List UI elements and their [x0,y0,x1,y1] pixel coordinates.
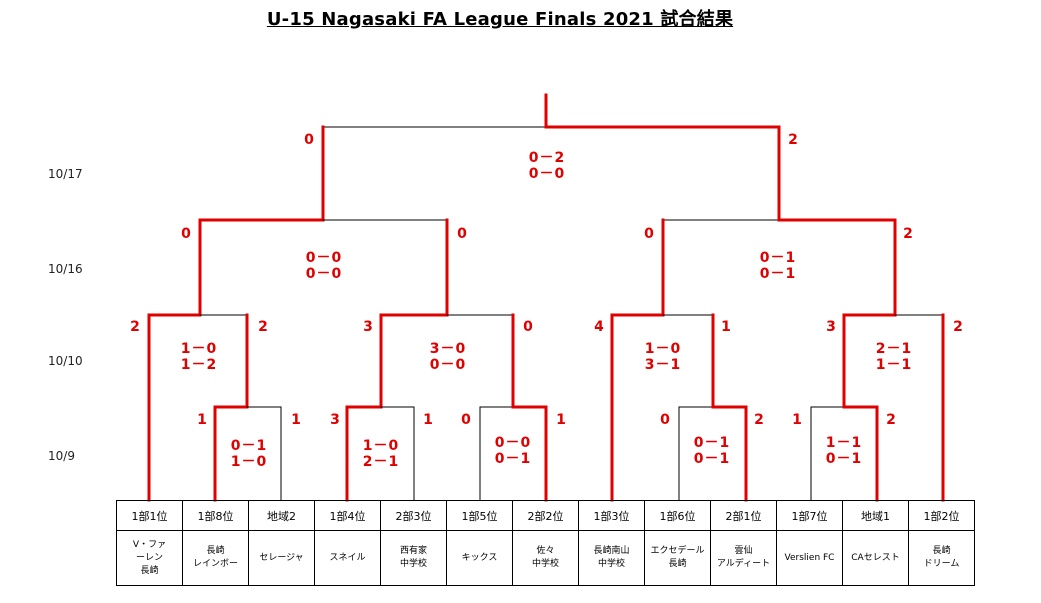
round-date-final: 10/17 [48,167,83,181]
team-rank-cell: 1部4位 [314,500,381,531]
final-score-right: 2 [788,132,798,148]
team-name-cell: Verslien FC [776,530,843,586]
team-table: 1部1位 1部8位 地域2 1部4位 2部3位 1部5位 2部2位 1部3位 1… [116,500,975,586]
match-score-left: 0 [644,226,654,242]
match-score-left: 2 [130,319,140,335]
match-score-left: 3 [363,319,373,335]
match-score-right: 2 [903,226,913,242]
team-rank-cell: 1部6位 [644,500,711,531]
team-rank-cell: 1部1位 [116,500,183,531]
match-result: 0－0 0－0 [305,250,343,282]
match-result: 0－1 1－0 [230,438,268,470]
final-result: 0－2 0－0 [528,150,566,182]
final-score-left: 0 [304,132,314,148]
round-date-quarterfinal: 10/10 [48,354,83,368]
team-name-cell: セレージャ [248,530,315,586]
match-result: 0－1 0－1 [759,250,797,282]
match-score-left: 3 [826,319,836,335]
team-name-cell: 西有家 中学校 [380,530,447,586]
match-result: 1－1 0－1 [825,435,863,467]
match-score-right: 2 [886,412,896,428]
match-score-right: 2 [953,319,963,335]
team-rank-cell: 2部1位 [710,500,777,531]
match-result: 0－1 0－1 [693,435,731,467]
team-name-cell: 長崎 ドリーム [908,530,975,586]
team-name-cell: スネイル [314,530,381,586]
match-result: 0－0 0－1 [494,435,532,467]
match-score-left: 3 [330,412,340,428]
match-score-right: 2 [258,319,268,335]
match-score-right: 0 [457,226,467,242]
match-score-left: 0 [181,226,191,242]
team-rank-cell: 2部2位 [512,500,579,531]
match-score-left: 4 [594,319,604,335]
team-name-cell: エクセデール 長崎 [644,530,711,586]
team-rank-cell: 2部3位 [380,500,447,531]
match-result: 2－1 1－1 [875,341,913,373]
match-result: 3－0 0－0 [429,341,467,373]
match-score-right: 0 [523,319,533,335]
match-result: 1－0 1－2 [180,341,218,373]
team-name-cell: 雲仙 アルディート [710,530,777,586]
team-name-cell: 佐々 中学校 [512,530,579,586]
team-rank-cell: 1部7位 [776,500,843,531]
round-date-semifinal: 10/16 [48,262,83,276]
match-score-left: 0 [461,412,471,428]
team-rank-cell: 1部2位 [908,500,975,531]
team-name-cell: 長崎 レインボー [182,530,249,586]
match-result: 1－0 2－1 [362,438,400,470]
team-rank-cell: 1部8位 [182,500,249,531]
match-score-left: 0 [660,412,670,428]
team-rank-cell: 1部5位 [446,500,513,531]
team-name-cell: 長崎南山 中学校 [578,530,645,586]
match-score-right: 1 [556,412,566,428]
match-score-left: 1 [197,412,207,428]
match-score-left: 1 [792,412,802,428]
team-name-cell: キックス [446,530,513,586]
round-date-first-round: 10/9 [48,449,75,463]
team-rank-cell: 地域1 [842,500,909,531]
team-name-cell: V・ファ ーレン 長崎 [116,530,183,586]
match-score-right: 2 [754,412,764,428]
match-score-right: 1 [721,319,731,335]
match-score-right: 1 [423,412,433,428]
match-score-right: 1 [291,412,301,428]
match-result: 1－0 3－1 [644,341,682,373]
team-rank-cell: 地域2 [248,500,315,531]
page-title: U-15 Nagasaki FA League Finals 2021 試合結果 [266,9,734,30]
team-name-cell: CAセレスト [842,530,909,586]
team-rank-cell: 1部3位 [578,500,645,531]
